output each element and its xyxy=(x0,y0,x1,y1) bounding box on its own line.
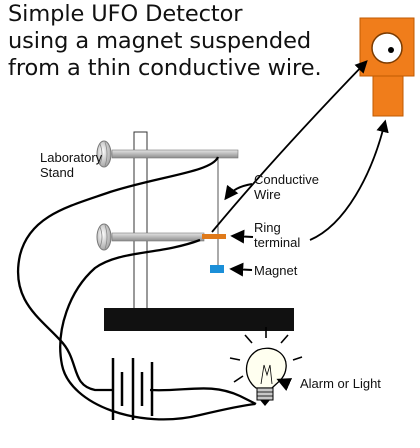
stand-pole xyxy=(133,131,148,313)
arrow-ring-terminal xyxy=(230,229,254,244)
circuit-wire-battery xyxy=(149,387,257,406)
arrow-alarm xyxy=(276,378,293,391)
ring-terminal xyxy=(202,234,226,239)
arrow-conductive-wire xyxy=(224,183,253,201)
title-line-2: using a magnet suspended xyxy=(8,28,312,54)
label-ring: Ring xyxy=(254,220,281,235)
arrow-magnet xyxy=(229,262,253,277)
light-bulb-icon xyxy=(229,327,303,406)
label-terminal: terminal xyxy=(254,235,301,250)
arrow-to-detector-1 xyxy=(211,60,368,233)
label-alarm-or-light: Alarm or Light xyxy=(300,376,381,391)
ufo-detector-icon xyxy=(359,17,415,117)
stand-base xyxy=(104,308,294,331)
circuit-wire-lower xyxy=(59,238,256,421)
arrow-to-detector-2 xyxy=(309,119,389,241)
label-wire: Wire xyxy=(254,187,281,202)
title-line-3: from a thin conductive wire. xyxy=(8,55,322,81)
title-line-1: Simple UFO Detector xyxy=(8,1,243,27)
battery-icon xyxy=(111,358,154,420)
lower-rod xyxy=(111,232,205,242)
label-stand: Stand xyxy=(40,165,74,180)
upper-rod xyxy=(111,149,239,159)
lower-clamp-knob xyxy=(96,223,112,251)
circuit-wire-top xyxy=(17,156,220,392)
label-laboratory: Laboratory xyxy=(40,150,103,165)
label-conductive: Conductive xyxy=(254,172,320,187)
upper-clamp-knob xyxy=(96,140,112,168)
magnet xyxy=(210,265,224,273)
label-magnet: Magnet xyxy=(254,263,298,278)
